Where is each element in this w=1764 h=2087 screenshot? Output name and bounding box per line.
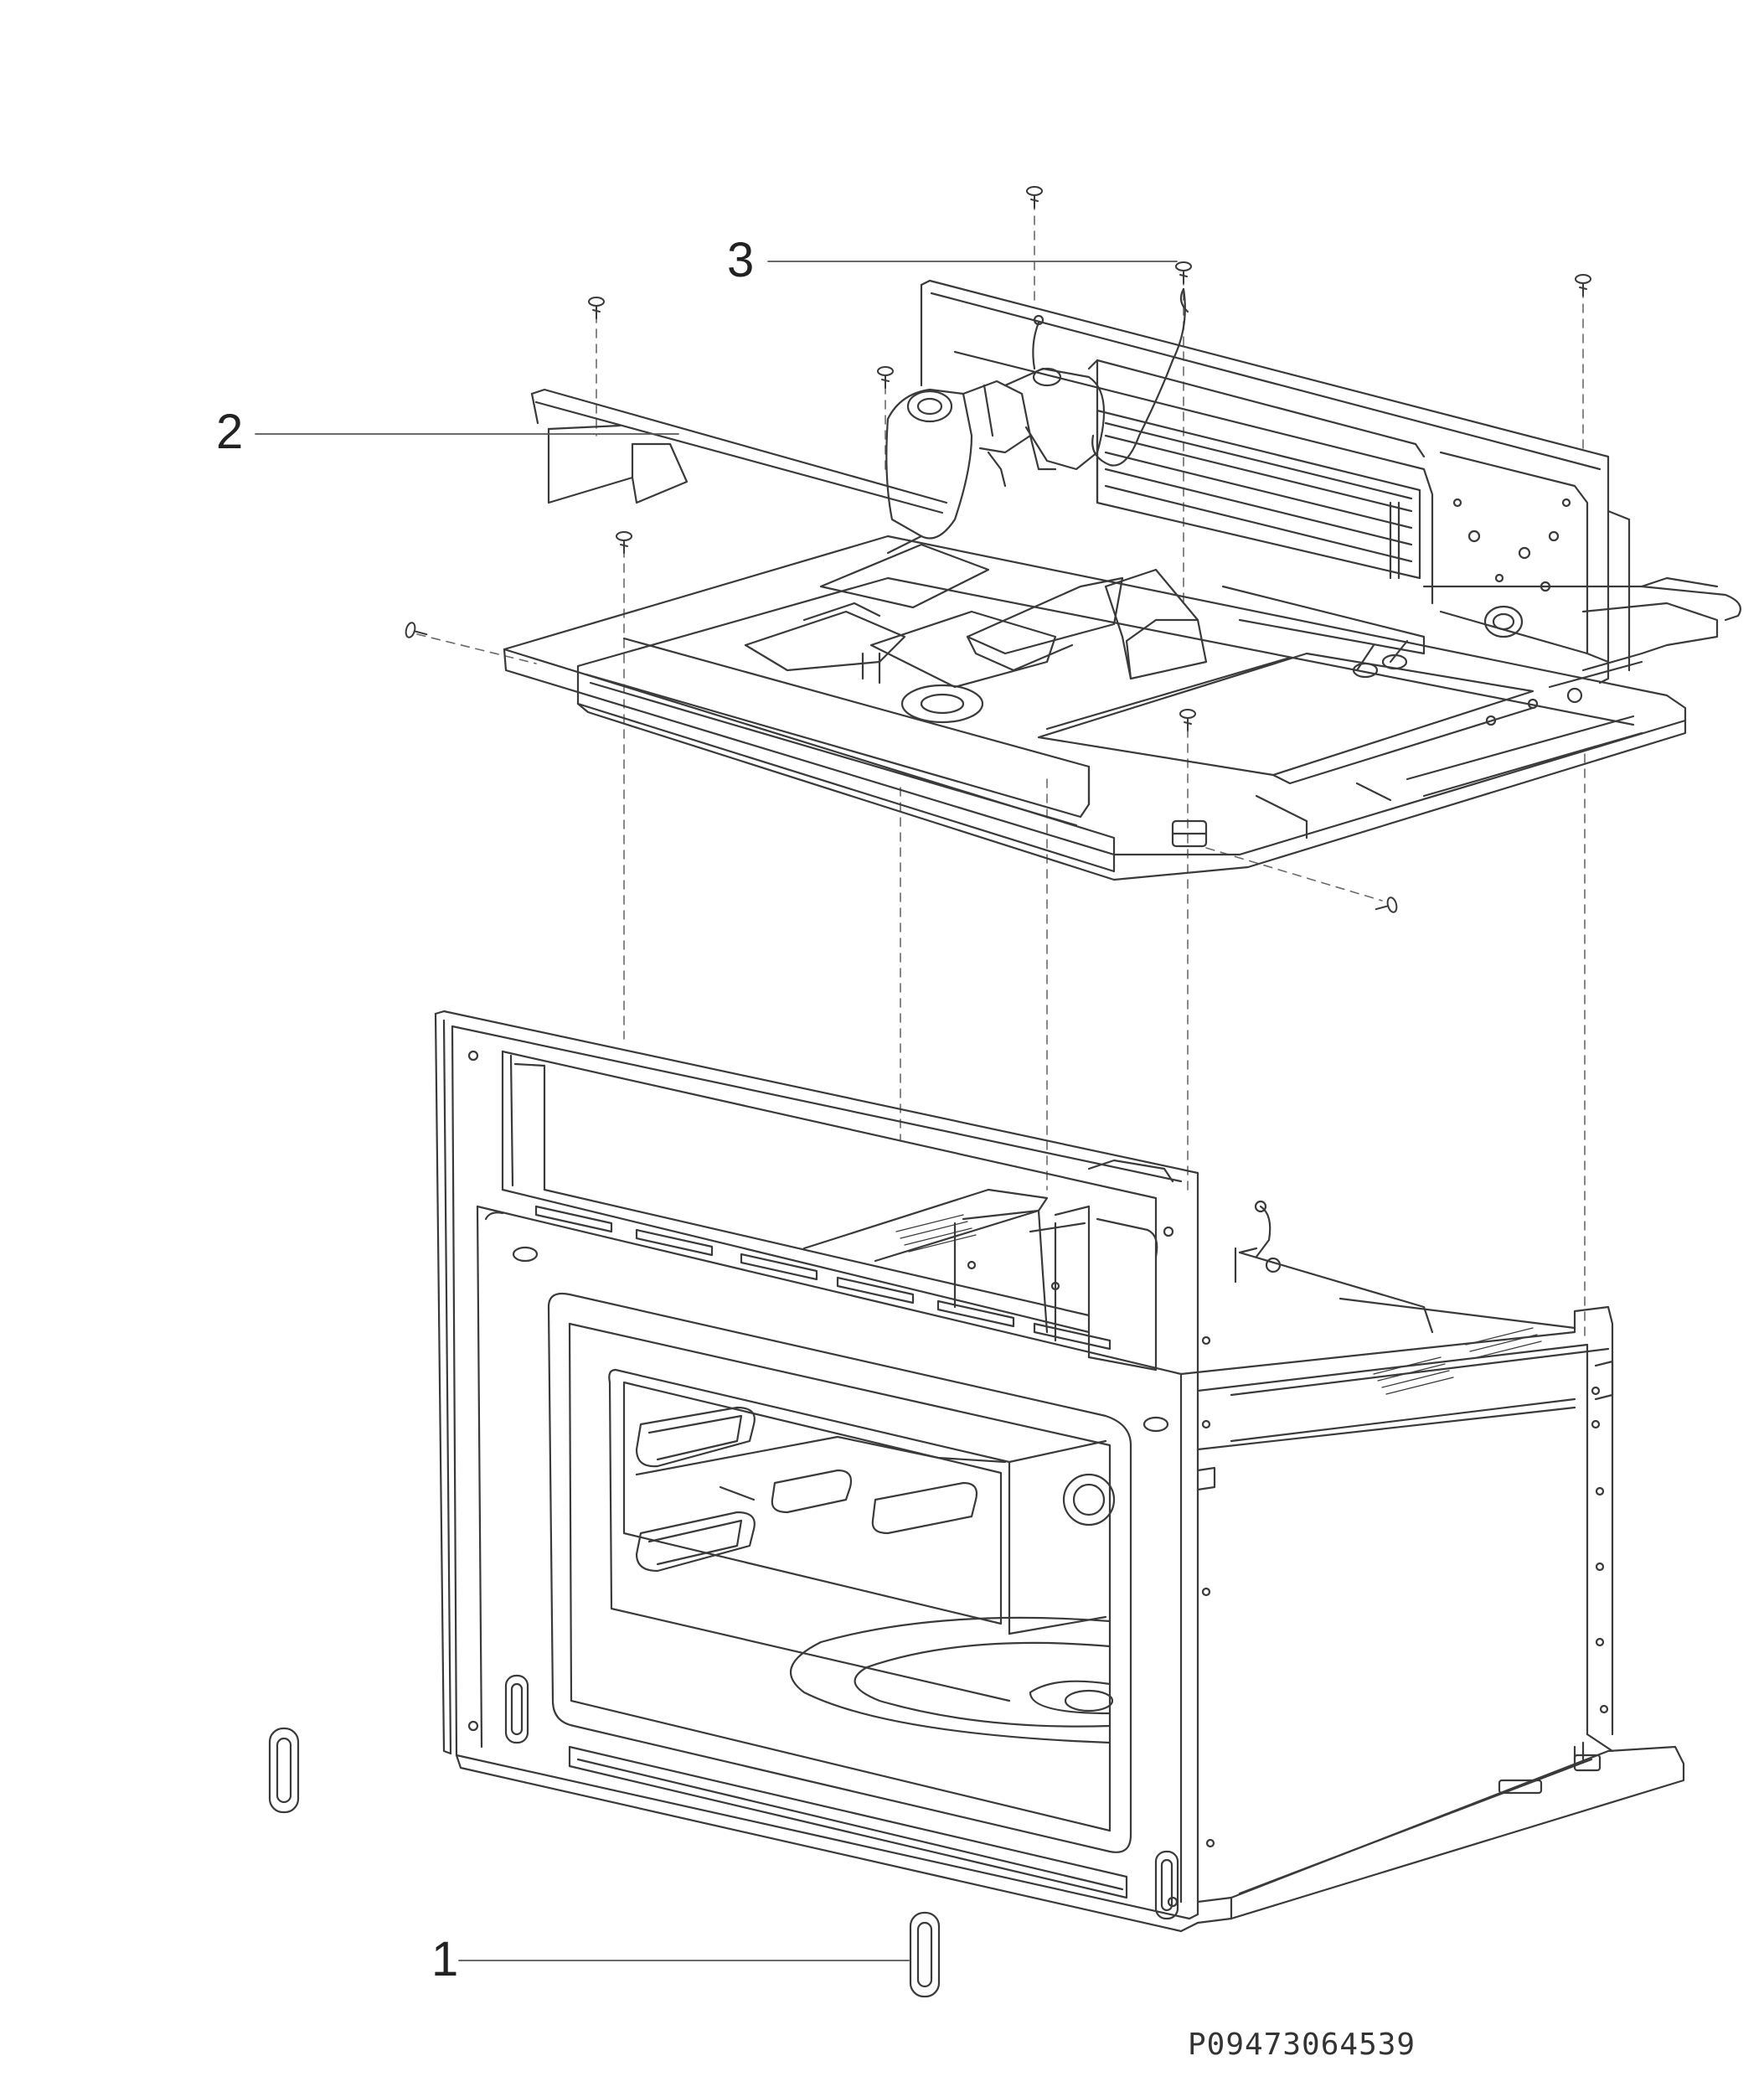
screw-icon [1375, 896, 1398, 913]
top-motor-unit [885, 287, 1189, 555]
screw-icon [877, 366, 894, 389]
screw-icon [1175, 261, 1192, 284]
assembly-guide-lines [416, 200, 1586, 1341]
top-base-plate [503, 535, 1719, 881]
oven-cavity [547, 1292, 1132, 1853]
body-vent-grilles [895, 1214, 1542, 1395]
document-id: P09473064539 [1188, 2028, 1416, 2062]
screw-icon [1026, 186, 1043, 209]
screw-icon [405, 622, 428, 638]
top-back-panel [920, 279, 1741, 684]
frame-vent-slots [534, 1205, 1112, 1351]
screw-icon [588, 297, 605, 319]
callout-label-3: 3 [727, 233, 755, 287]
part-2-bracket [530, 388, 948, 514]
callout-label-1: 1 [431, 1932, 459, 1986]
screws [405, 186, 1591, 913]
screw-icon [1575, 274, 1591, 297]
screw-icon [1179, 709, 1196, 731]
callout-label-2: 2 [216, 405, 244, 459]
loose-holder [268, 1727, 300, 1814]
part-1-holder [909, 1911, 941, 1998]
callout-leaders [255, 261, 1178, 1961]
oven-body-side [802, 1159, 1685, 1924]
screw-icon [616, 531, 632, 554]
